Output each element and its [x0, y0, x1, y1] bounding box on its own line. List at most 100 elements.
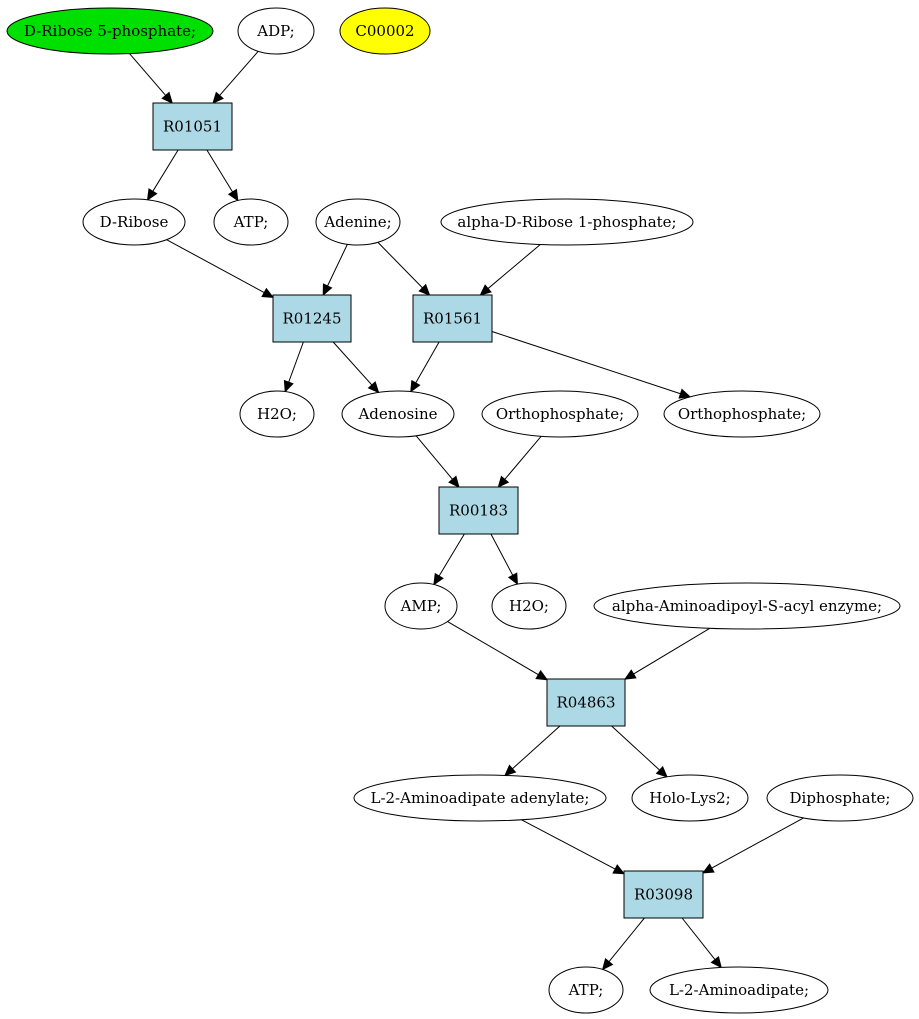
- compound-node-c00002[interactable]: C00002: [339, 7, 431, 55]
- edge-amp-to-r04863: [447, 621, 549, 681]
- edge-r01245-to-h2o1: [283, 341, 304, 393]
- compound-ellipse: [440, 198, 694, 246]
- arrow-head: [212, 91, 224, 104]
- edge-ribose5p-to-r01051: [129, 53, 173, 104]
- compound-node-adenosine[interactable]: Adenosine: [341, 390, 455, 438]
- compound-node-hololys2[interactable]: Holo-Lys2;: [631, 774, 749, 822]
- compound-ellipse: [548, 966, 624, 1014]
- edge-diphosphate-to-r03098: [701, 817, 804, 874]
- compound-node-atp2[interactable]: ATP;: [548, 966, 624, 1014]
- compound-ellipse: [213, 198, 289, 246]
- compound-node-h2o2[interactable]: H2O;: [491, 582, 567, 630]
- arrow-head: [418, 283, 431, 296]
- edge-r04863-to-l2aminoadenylate: [504, 725, 561, 777]
- edge-line: [611, 725, 660, 771]
- compound-node-l2aminoadipate[interactable]: L-2-Aminoadipate;: [649, 966, 829, 1014]
- compound-node-ortho2[interactable]: Orthophosphate;: [663, 390, 821, 438]
- reaction-box: [546, 678, 626, 727]
- arrow-head: [322, 283, 333, 297]
- compound-node-adp[interactable]: ADP;: [237, 7, 315, 55]
- edge-r04863-to-hololys2: [611, 725, 668, 778]
- edge-line: [332, 341, 373, 386]
- edge-r01245-to-adenosine: [332, 341, 380, 394]
- compound-node-h2o1[interactable]: H2O;: [239, 390, 315, 438]
- edge-r01051-to-atp1: [206, 149, 239, 202]
- arrow-head: [612, 864, 626, 875]
- compound-node-amp[interactable]: AMP;: [384, 582, 458, 630]
- arrow-head: [479, 284, 492, 296]
- edge-line: [447, 621, 539, 676]
- edge-line: [681, 917, 716, 960]
- node-label: L-2-Aminoadipate adenylate;: [370, 789, 589, 807]
- node-label: AMP;: [400, 597, 442, 615]
- edge-line: [206, 149, 234, 193]
- node-label: R04863: [556, 694, 615, 712]
- compound-ellipse: [593, 582, 901, 630]
- edge-line: [415, 341, 440, 384]
- node-label: Holo-Lys2;: [649, 789, 730, 807]
- node-label: ADP;: [256, 22, 294, 40]
- compound-ellipse: [631, 774, 749, 822]
- nodes-layer: D-Ribose 5-phosphate; ADP; C00002R01051D-R…: [6, 7, 914, 1014]
- edge-line: [487, 244, 541, 289]
- node-label: R01561: [423, 310, 482, 328]
- compound-ellipse: [353, 774, 607, 822]
- arrow-head: [448, 475, 460, 488]
- compound-node-diphosphate[interactable]: Diphosphate;: [766, 774, 914, 822]
- edge-line: [219, 50, 259, 96]
- arrow-head: [161, 91, 173, 104]
- edge-r01561-to-ortho2: [491, 331, 692, 399]
- node-label: H2O;: [509, 597, 549, 615]
- arrow-head: [601, 957, 614, 971]
- node-label: Adenine;: [323, 213, 391, 231]
- compound-node-dribose[interactable]: D-Ribose: [82, 198, 186, 246]
- edge-line: [608, 917, 645, 963]
- compound-ellipse: [239, 390, 315, 438]
- arrow-head: [497, 475, 510, 488]
- node-label: ATP;: [568, 981, 604, 999]
- node-label: D-Ribose: [100, 213, 169, 231]
- compound-node-atp1[interactable]: ATP;: [213, 198, 289, 246]
- reaction-node-r01245[interactable]: R01245: [272, 294, 352, 343]
- edge-line: [129, 53, 167, 96]
- edge-adenosine-to-r00183: [415, 435, 460, 488]
- node-label: D-Ribose 5-phosphate;: [24, 22, 196, 40]
- edge-adenine-to-r01245: [322, 244, 348, 297]
- compound-node-alphaaminoadipoyl[interactable]: alpha-Aminoadipoyl-S-acyl enzyme;: [593, 582, 901, 630]
- arrow-head: [710, 955, 722, 969]
- compound-node-ortho1[interactable]: Orthophosphate;: [481, 390, 639, 438]
- compound-node-ribose5p[interactable]: D-Ribose 5-phosphate;: [6, 7, 214, 55]
- node-label: R01245: [282, 310, 341, 328]
- compound-ellipse: [663, 390, 821, 438]
- arrow-head: [410, 379, 421, 393]
- reaction-box: [272, 294, 352, 343]
- compound-node-adenine[interactable]: Adenine;: [315, 198, 401, 246]
- edge-r00183-to-amp: [433, 533, 465, 586]
- arrow-head: [261, 287, 275, 298]
- node-label: R01051: [163, 118, 222, 136]
- compound-node-alpharibose1p[interactable]: alpha-D-Ribose 1-phosphate;: [440, 198, 694, 246]
- compound-node-l2aminoadenylate[interactable]: L-2-Aminoadipate adenylate;: [353, 774, 607, 822]
- node-label: Orthophosphate;: [496, 405, 624, 423]
- reaction-node-r01561[interactable]: R01561: [412, 294, 493, 343]
- arrow-head: [507, 572, 519, 586]
- edge-line: [491, 331, 681, 395]
- reaction-node-r03098[interactable]: R03098: [623, 870, 704, 919]
- edge-l2aminoadenylate-to-r03098: [521, 819, 626, 875]
- compound-ellipse: [6, 7, 214, 55]
- edge-line: [152, 149, 179, 192]
- reaction-node-r00183[interactable]: R00183: [438, 486, 519, 535]
- reaction-node-r01051[interactable]: R01051: [152, 102, 233, 151]
- edge-adp-to-r01051: [212, 50, 259, 104]
- reaction-node-r04863[interactable]: R04863: [546, 678, 626, 727]
- edge-line: [512, 725, 561, 770]
- edge-r03098-to-atp2: [601, 917, 645, 971]
- node-label: L-2-Aminoadipate;: [669, 981, 809, 999]
- reaction-box: [412, 294, 493, 343]
- edge-line: [521, 819, 616, 870]
- edge-r01051-to-dribose: [146, 149, 179, 201]
- compound-ellipse: [339, 7, 431, 55]
- arrow-head: [283, 379, 294, 393]
- node-label: R00183: [449, 502, 508, 520]
